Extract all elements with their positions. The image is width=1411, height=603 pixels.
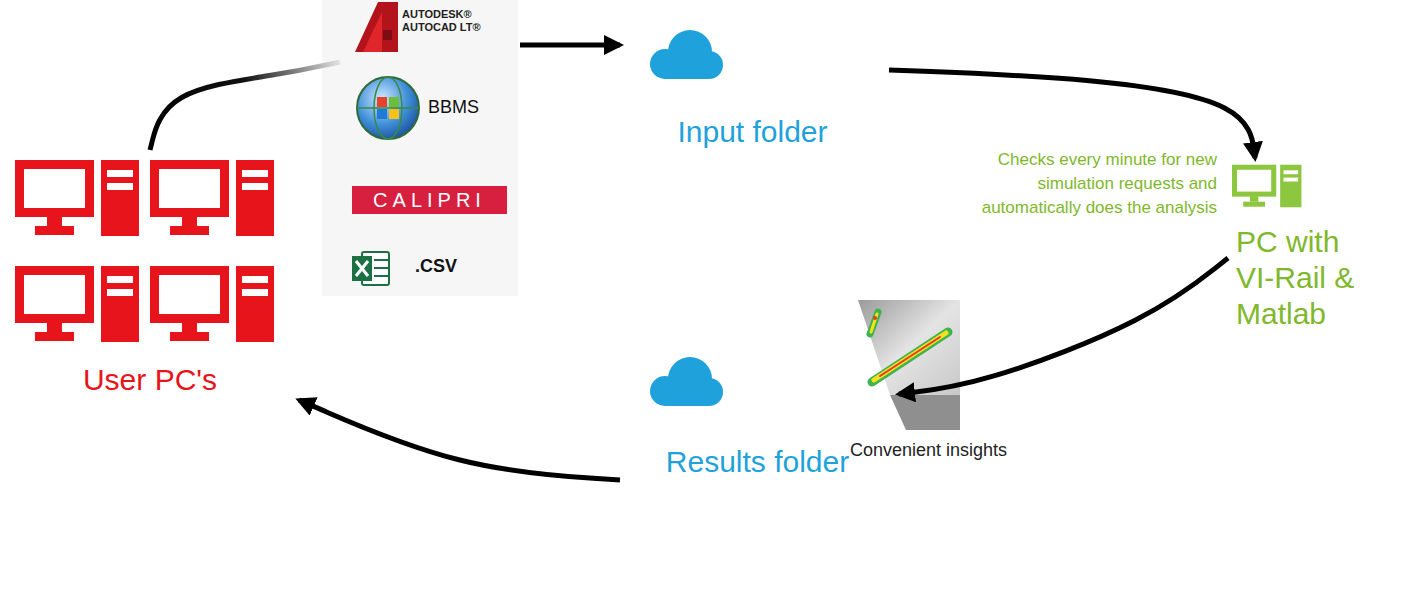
folder-node: Input folder bbox=[620, 22, 889, 157]
pc-icon bbox=[1235, 165, 1302, 208]
node-label: Input folder bbox=[620, 114, 885, 150]
excel-icon bbox=[352, 252, 389, 285]
folder-node: Results folder bbox=[620, 352, 899, 487]
flow-arrow bbox=[150, 62, 340, 150]
node-label: User PC's bbox=[5, 362, 295, 398]
simulation-result-image bbox=[858, 300, 960, 430]
pc-icon bbox=[155, 266, 275, 342]
server-pc-node: PC with VI-Rail & Matlab bbox=[1228, 158, 1370, 348]
pc-icon bbox=[155, 160, 275, 236]
annotation-note: Checks every minute for new simulation r… bbox=[977, 148, 1217, 220]
bbms-globe bbox=[357, 77, 419, 139]
software-panel: AUTODESK®AUTOCAD LT® BBMS CALIPRI .CSV bbox=[340, 0, 520, 296]
logo-text: CALIPRI bbox=[352, 186, 507, 214]
flow-arrow bbox=[520, 43, 620, 48]
pc-icon bbox=[20, 266, 140, 342]
pc-icon bbox=[20, 160, 140, 236]
cloud-icon bbox=[650, 30, 723, 79]
autocad-logo bbox=[355, 2, 398, 52]
product-text: BBMS bbox=[428, 97, 479, 119]
flow-arrow bbox=[299, 400, 620, 480]
cloud-icon bbox=[650, 357, 723, 406]
product-text: AUTOCAD LT® bbox=[402, 21, 481, 34]
software-panel-ground bbox=[322, 0, 518, 296]
image-caption: Convenient insights bbox=[850, 440, 1007, 462]
brand-text: AUTODESK® bbox=[402, 8, 472, 21]
file-type-text: .CSV bbox=[415, 256, 457, 278]
node-label: PC with VI-Rail & Matlab bbox=[1236, 224, 1366, 332]
user-pcs-node: User PC's bbox=[5, 150, 299, 412]
flow-arrow bbox=[889, 70, 1255, 158]
flow-arrow bbox=[899, 258, 1228, 394]
